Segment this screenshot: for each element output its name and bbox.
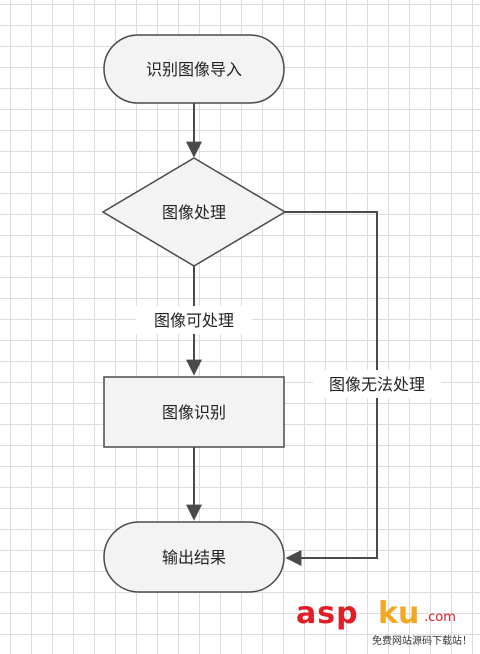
watermark-asp: asp — [296, 596, 359, 631]
edge-label-bg-processable — [136, 306, 252, 334]
process-box — [103, 376, 285, 448]
edge-label-not-processable: 图像无法处理 — [329, 375, 425, 394]
decision-label: 图像处理 — [162, 203, 226, 222]
process-label: 图像识别 — [162, 403, 226, 422]
start-label: 识别图像导入 — [146, 60, 242, 79]
watermark-slogan: 免费网站源码下载站！ — [372, 636, 472, 647]
watermark-domain: .com — [424, 610, 456, 625]
site-watermark-logo: asp ku .com 免费网站源码下载站！ — [282, 596, 472, 650]
edge-label-bg-not-processable — [313, 370, 441, 398]
watermark-ku: ku — [378, 596, 420, 631]
end-label: 输出结果 — [162, 548, 226, 567]
edge-label-processable: 图像可处理 — [154, 311, 234, 330]
end-terminal — [103, 521, 285, 593]
